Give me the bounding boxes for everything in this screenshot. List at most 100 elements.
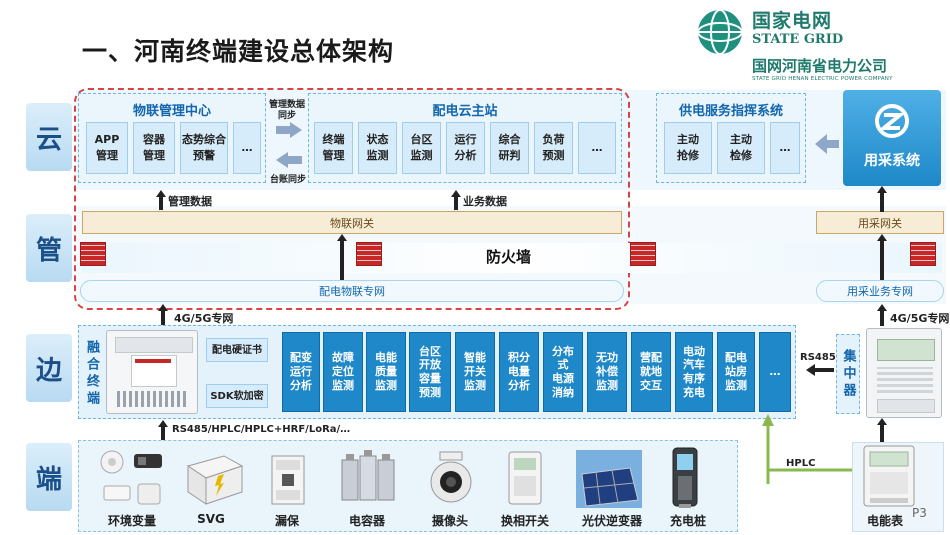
edge-app-substation[interactable]: 配电 站房 监测 [717, 332, 755, 412]
hw-cert-box[interactable]: 配电硬证书 [206, 338, 268, 362]
firewall-brick-icon [80, 242, 106, 266]
up-arrow-icon [877, 234, 887, 282]
up-arrow-icon [451, 190, 461, 210]
electric-meter-icon [863, 445, 915, 507]
dist-cloud-boundary [74, 88, 630, 310]
device-label: 光伏逆变器 [581, 514, 642, 528]
net-left-label: 4G/5G专网 [174, 312, 234, 325]
layer-end-label: 端 [26, 443, 72, 511]
edge-app-switch[interactable]: 智能 开关 监测 [455, 332, 495, 412]
edge-app-integral[interactable]: 积分 电量 分析 [499, 332, 539, 412]
mgmt-data-label: 管理数据 [168, 195, 212, 208]
hplc-connection-line [762, 414, 854, 484]
edge-app-fault[interactable]: 故障 定位 监测 [323, 332, 363, 412]
meter-gateway-bar: 用采网关 [816, 211, 944, 234]
service-item-repair[interactable]: 主动 抢修 [664, 122, 712, 174]
up-arrow-icon [158, 304, 168, 326]
biz-data-label: 业务数据 [463, 195, 507, 208]
layer-edge-label: 边 [26, 334, 72, 402]
device-label: 摄像头 [431, 514, 468, 528]
station-item-status[interactable]: 状态 监测 [358, 122, 397, 174]
concentrator-label: 集中器 [836, 334, 860, 414]
meter-label: 电能表 [866, 514, 903, 528]
edge-app-more[interactable]: … [759, 332, 791, 412]
logo-cn-text: 国家电网 [752, 10, 833, 32]
meter-system-label: 用采系统 [864, 153, 920, 169]
edge-app-transformer[interactable]: 配变 运行 分析 [282, 332, 320, 412]
left-arrow-icon [815, 134, 839, 154]
firewall-brick-icon [356, 242, 382, 266]
concentrator-device-icon [866, 328, 942, 418]
left-arrow-icon [806, 364, 834, 376]
environment-sensor-icon [100, 450, 162, 505]
meter-system-logo-icon [875, 104, 909, 138]
iot-gateway-bar: 物联网关 [82, 211, 622, 234]
firewall-label: 防火墙 [486, 248, 532, 266]
station-item-load[interactable]: 负荷 预测 [534, 122, 573, 174]
service-title: 供电服务指挥系统 [678, 104, 783, 119]
sync-bottom-label: 台账同步 [269, 175, 306, 185]
main-station-title: 配电云主站 [432, 104, 498, 119]
capacitor-icon [341, 450, 395, 501]
pv-inverter-icon [576, 450, 642, 508]
up-arrow-icon [156, 190, 166, 210]
up-arrow-icon [877, 304, 887, 326]
service-item-more[interactable]: … [770, 122, 800, 174]
layer-cloud-label: 云 [26, 103, 72, 171]
camera-icon [430, 451, 472, 503]
station-item-terminal[interactable]: 终端 管理 [314, 122, 353, 174]
dist-iot-network: 配电物联专网 [80, 280, 624, 302]
charging-pile-icon [672, 447, 698, 508]
edge-app-reactive[interactable]: 无功 补偿 监测 [587, 332, 627, 412]
iot-item-more[interactable]: … [233, 122, 261, 174]
device-label: 环境变量 [107, 514, 156, 528]
device-label: 电容器 [348, 514, 385, 528]
fusion-terminal-label: 融合终端 [84, 340, 99, 408]
up-arrow-icon [877, 186, 887, 212]
sdk-box[interactable]: SDK软加密 [206, 384, 268, 408]
up-arrow-icon [877, 418, 887, 442]
state-grid-logo-icon [697, 9, 743, 55]
fusion-terminal-device-icon [106, 330, 198, 414]
device-label: 换相开关 [500, 514, 549, 528]
up-arrow-icon [337, 234, 347, 282]
edge-app-power-quality[interactable]: 电能 质量 监测 [366, 332, 406, 412]
station-item-analysis[interactable]: 综合 研判 [490, 122, 529, 174]
logo-sub-en-text: STATE GRID HENAN ELECTRIC POWER COMPANY [752, 76, 893, 82]
device-label: 充电桩 [669, 514, 706, 528]
rs485-label: RS485 [800, 352, 836, 363]
up-arrow-icon [158, 420, 168, 440]
service-item-maintenance[interactable]: 主动 检修 [717, 122, 765, 174]
net-right-label: 4G/5G专网 [890, 312, 950, 325]
protocols-label: RS485/HPLC/HPLC+HRF/LoRa/… [172, 424, 351, 435]
station-item-more[interactable]: … [578, 122, 616, 174]
svg-device-icon [186, 455, 244, 505]
edge-app-ev-charging[interactable]: 电动 汽车 有序 充电 [675, 332, 713, 412]
hplc-label: HPLC [786, 458, 816, 469]
station-item-area[interactable]: 台区 监测 [402, 122, 441, 174]
edge-app-interaction[interactable]: 营配 就地 交互 [631, 332, 671, 412]
iot-item-container[interactable]: 容器 管理 [133, 122, 175, 174]
iot-item-situation[interactable]: 态势综合 预警 [180, 122, 228, 174]
iot-item-app[interactable]: APP 管理 [86, 122, 128, 174]
device-label: SVG [197, 512, 225, 526]
logo-en-text: STATE GRID [752, 32, 844, 47]
firewall-band [82, 243, 942, 273]
edge-app-distributed[interactable]: 分布 式 电源 消纳 [543, 332, 583, 412]
page-title: 一、河南终端建设总体架构 [82, 37, 395, 66]
device-label: 漏保 [274, 514, 299, 528]
page-number: P3 [912, 506, 927, 520]
edge-app-capacity[interactable]: 台区 开放 容量 预测 [409, 332, 451, 412]
firewall-brick-icon [630, 242, 656, 266]
sync-right-arrow-icon [276, 122, 302, 138]
logo-sub-text: 国网河南省电力公司 [752, 57, 888, 75]
sync-top-label: 管理数据 同步 [268, 100, 305, 121]
firewall-brick-icon [910, 242, 936, 266]
leakage-protector-icon [271, 455, 305, 505]
station-item-operation[interactable]: 运行 分析 [446, 122, 485, 174]
layer-pipe-label: 管 [26, 214, 72, 282]
iot-center-title: 物联管理中心 [132, 104, 211, 119]
phase-switch-icon [508, 451, 542, 505]
meter-system-card[interactable]: 用采系统 [843, 90, 941, 186]
meter-business-network: 用采业务专网 [816, 280, 944, 302]
